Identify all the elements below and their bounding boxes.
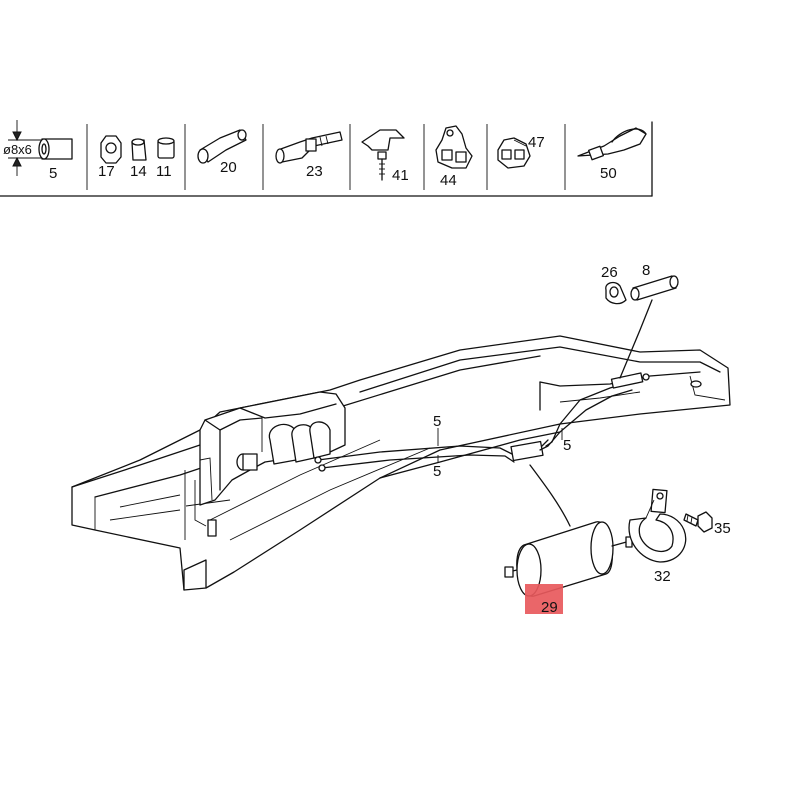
callout-29: 29: [541, 599, 558, 616]
legend-item-20: 20: [197, 129, 247, 176]
legend-label-50: 50: [600, 165, 617, 182]
callout-5-upper: 5: [433, 413, 441, 430]
callout-5-lower: 5: [433, 463, 441, 480]
transmission-tunnel: [194, 391, 346, 537]
sleeve-8: [630, 275, 679, 301]
legend-item-44: 44: [435, 125, 473, 189]
bracket-32: [628, 488, 687, 563]
clamp-26: [605, 281, 627, 305]
callout-35: 35: [714, 520, 731, 537]
legend-item-50: 50: [577, 127, 647, 182]
legend-label-47: 47: [528, 134, 545, 151]
callout-8: 8: [642, 262, 650, 279]
vehicle-frame: [71, 335, 731, 591]
legend-item-41: 41: [361, 129, 409, 184]
legend-item-47: 47: [497, 134, 545, 169]
legend-label-11: 11: [156, 163, 172, 180]
dimension-label: ø8x6: [3, 142, 32, 157]
fuel-lines: [314, 299, 653, 527]
legend-item-17: 17: [98, 135, 122, 180]
callout-26: 26: [601, 264, 618, 281]
line-connector: [510, 440, 544, 462]
fuel-filter: [504, 521, 633, 597]
highlight-marker: [525, 584, 563, 614]
callout-5-right: 5: [563, 437, 571, 454]
legend-label-14: 14: [130, 163, 147, 180]
legend-item-14: 14: [130, 138, 147, 180]
legend-label-44: 44: [440, 172, 457, 189]
legend-item-11: 11: [156, 137, 175, 180]
legend-label-5: 5: [49, 165, 57, 182]
legend-item-23: 23: [275, 131, 343, 180]
legend-item-5: ø8x6 5: [3, 120, 73, 182]
bolt-35: [683, 511, 713, 533]
legend-label-20: 20: [220, 159, 237, 176]
legend-label-23: 23: [306, 163, 323, 180]
legend-label-41: 41: [392, 167, 409, 184]
legend-label-17: 17: [98, 163, 115, 180]
parts-legend: ø8x6 5 17 14 11 20: [0, 120, 653, 197]
callout-32: 32: [654, 568, 671, 585]
